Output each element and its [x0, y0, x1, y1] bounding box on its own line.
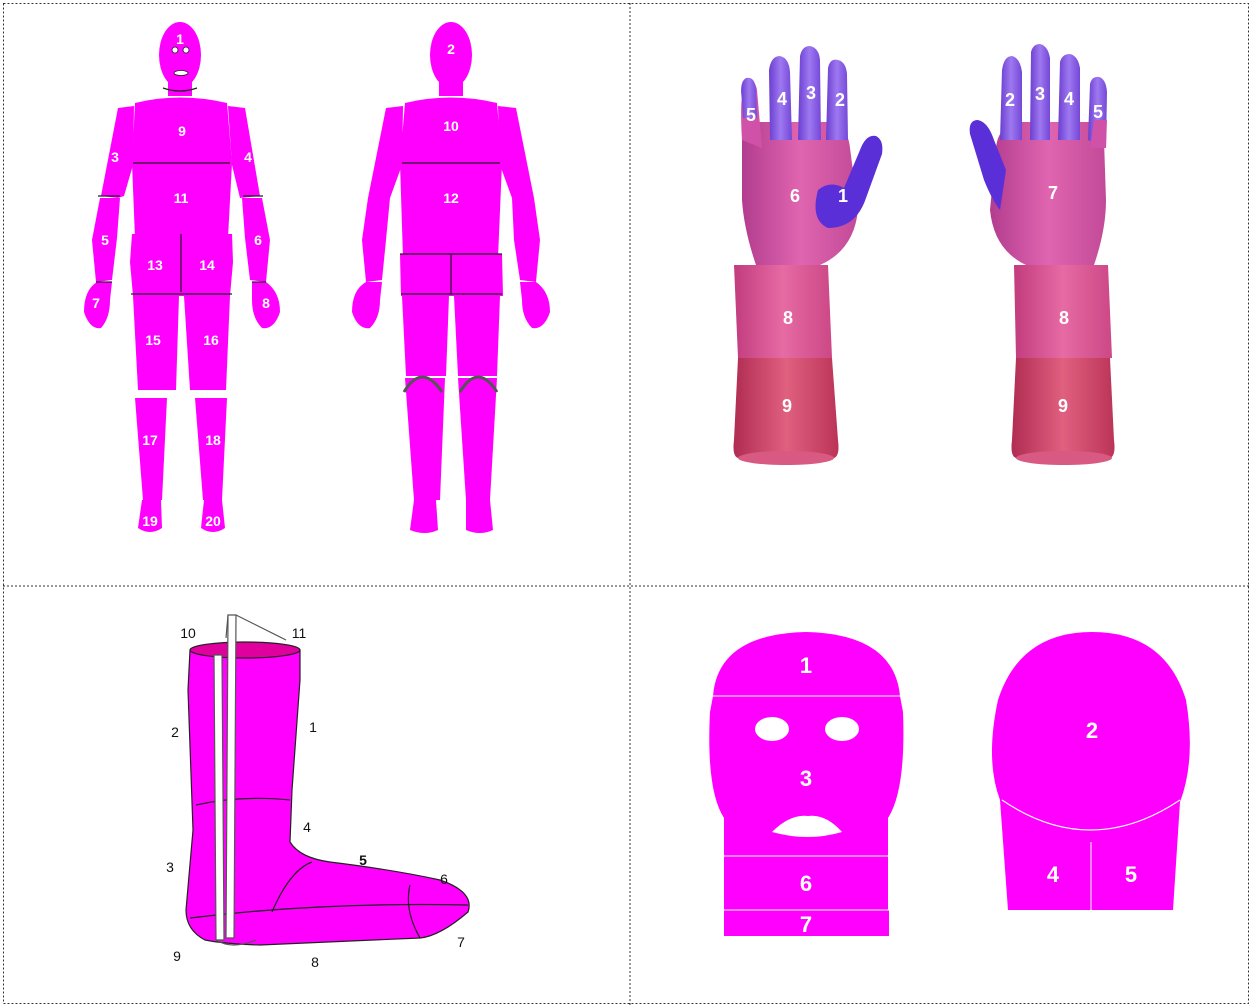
hand-label: 2 — [835, 90, 845, 110]
boot-label: 11 — [292, 625, 307, 641]
hand-label: 7 — [1048, 183, 1058, 203]
body-label: 9 — [178, 123, 186, 139]
boot-label: 5 — [359, 852, 367, 868]
boot-label: 9 — [173, 948, 181, 964]
hand-label: 8 — [1059, 308, 1069, 328]
hand-label: 9 — [782, 396, 792, 416]
body-label: 13 — [147, 257, 163, 273]
head-back-figure — [992, 632, 1190, 910]
boot-figure — [186, 615, 469, 945]
head-label: 5 — [1125, 862, 1137, 887]
hand-label: 6 — [790, 186, 800, 206]
head-label: 2 — [1086, 718, 1098, 743]
body-label: 11 — [174, 190, 189, 206]
body-label: 7 — [92, 295, 100, 311]
body-label: 12 — [443, 190, 459, 206]
body-label: 8 — [262, 295, 270, 311]
boot-label: 2 — [171, 724, 179, 740]
body-label: 16 — [203, 332, 219, 348]
boot-label: 3 — [166, 859, 174, 875]
hand-label: 8 — [783, 308, 793, 328]
body-label: 10 — [443, 118, 459, 134]
body-label: 6 — [254, 232, 262, 248]
body-label: 4 — [244, 149, 252, 165]
hand-label: 4 — [777, 89, 787, 109]
body-label: 2 — [447, 41, 455, 57]
head-label: 4 — [1047, 862, 1060, 887]
hand-label: 5 — [746, 105, 756, 125]
hand-label: 1 — [838, 186, 848, 206]
hand-label: 3 — [1035, 84, 1045, 104]
body-front-figure — [84, 22, 280, 532]
body-label: 15 — [145, 332, 161, 348]
head-label: 6 — [800, 871, 812, 896]
boot-label: 7 — [457, 934, 465, 950]
body-label: 5 — [101, 232, 109, 248]
body-label: 1 — [176, 31, 184, 47]
hand-label: 4 — [1064, 89, 1074, 109]
boot-label: 4 — [303, 819, 311, 835]
body-label: 19 — [142, 513, 158, 529]
body-label: 20 — [205, 513, 221, 529]
body-label: 3 — [111, 149, 119, 165]
boot-label: 10 — [180, 625, 196, 641]
head-label: 1 — [800, 653, 812, 678]
hand-label: 2 — [1005, 90, 1015, 110]
boot-label: 8 — [311, 954, 319, 970]
body-label: 14 — [199, 257, 215, 273]
head-label: 3 — [800, 766, 812, 791]
body-label: 17 — [142, 432, 158, 448]
boot-label: 1 — [309, 719, 317, 735]
hand-label: 9 — [1058, 396, 1068, 416]
hand-label: 3 — [806, 83, 816, 103]
boot-label: 6 — [440, 871, 448, 887]
body-back-figure — [352, 22, 550, 533]
body-label: 18 — [205, 432, 221, 448]
hand-label: 5 — [1093, 102, 1103, 122]
head-label: 7 — [800, 912, 812, 937]
